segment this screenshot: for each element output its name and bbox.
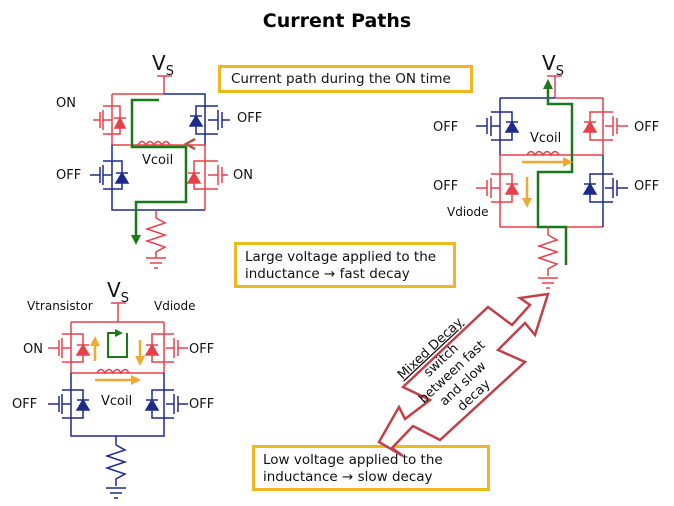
switch-label-top-left: ON (56, 96, 76, 111)
circuit-fast-decay: VS OFF OFF (433, 51, 659, 289)
current-path (130, 98, 188, 245)
mosfet-top-right (582, 111, 628, 141)
current-path (536, 79, 574, 265)
inductor (96, 368, 130, 375)
callout-fast-decay: Large voltage applied to the inductance … (234, 242, 456, 288)
mosfet-bottom-left (48, 389, 91, 419)
mosfet-top-right (188, 105, 230, 135)
mosfet-bottom-right (186, 160, 228, 190)
callout-on-time: Current path during the ON time (218, 65, 473, 93)
supply-label: VS (542, 51, 564, 79)
page-title: Current Paths (262, 10, 412, 32)
switch-label-top-right: OFF (237, 111, 262, 126)
callout-slow-decay: Low voltage applied to the inductance → … (252, 445, 490, 491)
coil-label: Vcoil (142, 153, 173, 168)
load-resistor (144, 210, 168, 269)
mosfet-top-left (476, 111, 520, 141)
current-path (107, 329, 128, 358)
mixed-decay-arrow: Mixed Decay switch between fast and slow… (377, 292, 550, 458)
mosfet-top-left (93, 105, 127, 135)
mosfet-top-right (144, 333, 188, 363)
switch-label-bottom-left: OFF (12, 397, 37, 412)
mosfet-bottom-right (144, 389, 188, 419)
diode-label: Vdiode (154, 299, 196, 313)
switch-label-top-right: OFF (189, 342, 214, 357)
switch-label-top-right: OFF (634, 120, 659, 135)
load-resistor (536, 227, 560, 289)
mosfet-top-left (48, 333, 91, 363)
supply-label: VS (152, 51, 174, 79)
transistor-label: Vtransistor (27, 299, 93, 313)
callout-slow-decay-line-1: Low voltage applied to the (263, 452, 443, 468)
mosfet-bottom-right (582, 173, 628, 203)
mosfet-bottom-left (90, 160, 130, 190)
coil-label: Vcoil (530, 131, 561, 146)
inductor (526, 150, 560, 157)
callout-on-time-text: Current path during the ON time (231, 71, 451, 87)
switch-label-bottom-right: ON (233, 168, 253, 183)
switch-label-bottom-left: OFF (56, 168, 81, 183)
inductor-current-arrow (183, 137, 196, 151)
switch-label-bottom-right: OFF (189, 397, 214, 412)
supply-label: VS (107, 278, 129, 306)
switch-label-bottom-right: OFF (634, 179, 659, 194)
load-resistor (104, 436, 128, 499)
switch-label-top-left: ON (23, 342, 43, 357)
callout-fast-decay-line-2: inductance → fast decay (245, 266, 410, 282)
switch-label-bottom-left: OFF (433, 179, 458, 194)
inductor (137, 140, 171, 147)
circuit-slow-decay: VS Vtransistor Vdiode ON OFF (12, 278, 214, 499)
diode-label: Vdiode (447, 205, 489, 219)
switch-label-top-left: OFF (433, 120, 458, 135)
circuit-on-time: VS ON OFF (56, 51, 262, 269)
mosfet-bottom-left (476, 173, 520, 203)
callout-fast-decay-line-1: Large voltage applied to the (245, 249, 437, 265)
callout-slow-decay-line-2: inductance → slow decay (263, 469, 433, 485)
coil-label: Vcoil (101, 394, 132, 409)
